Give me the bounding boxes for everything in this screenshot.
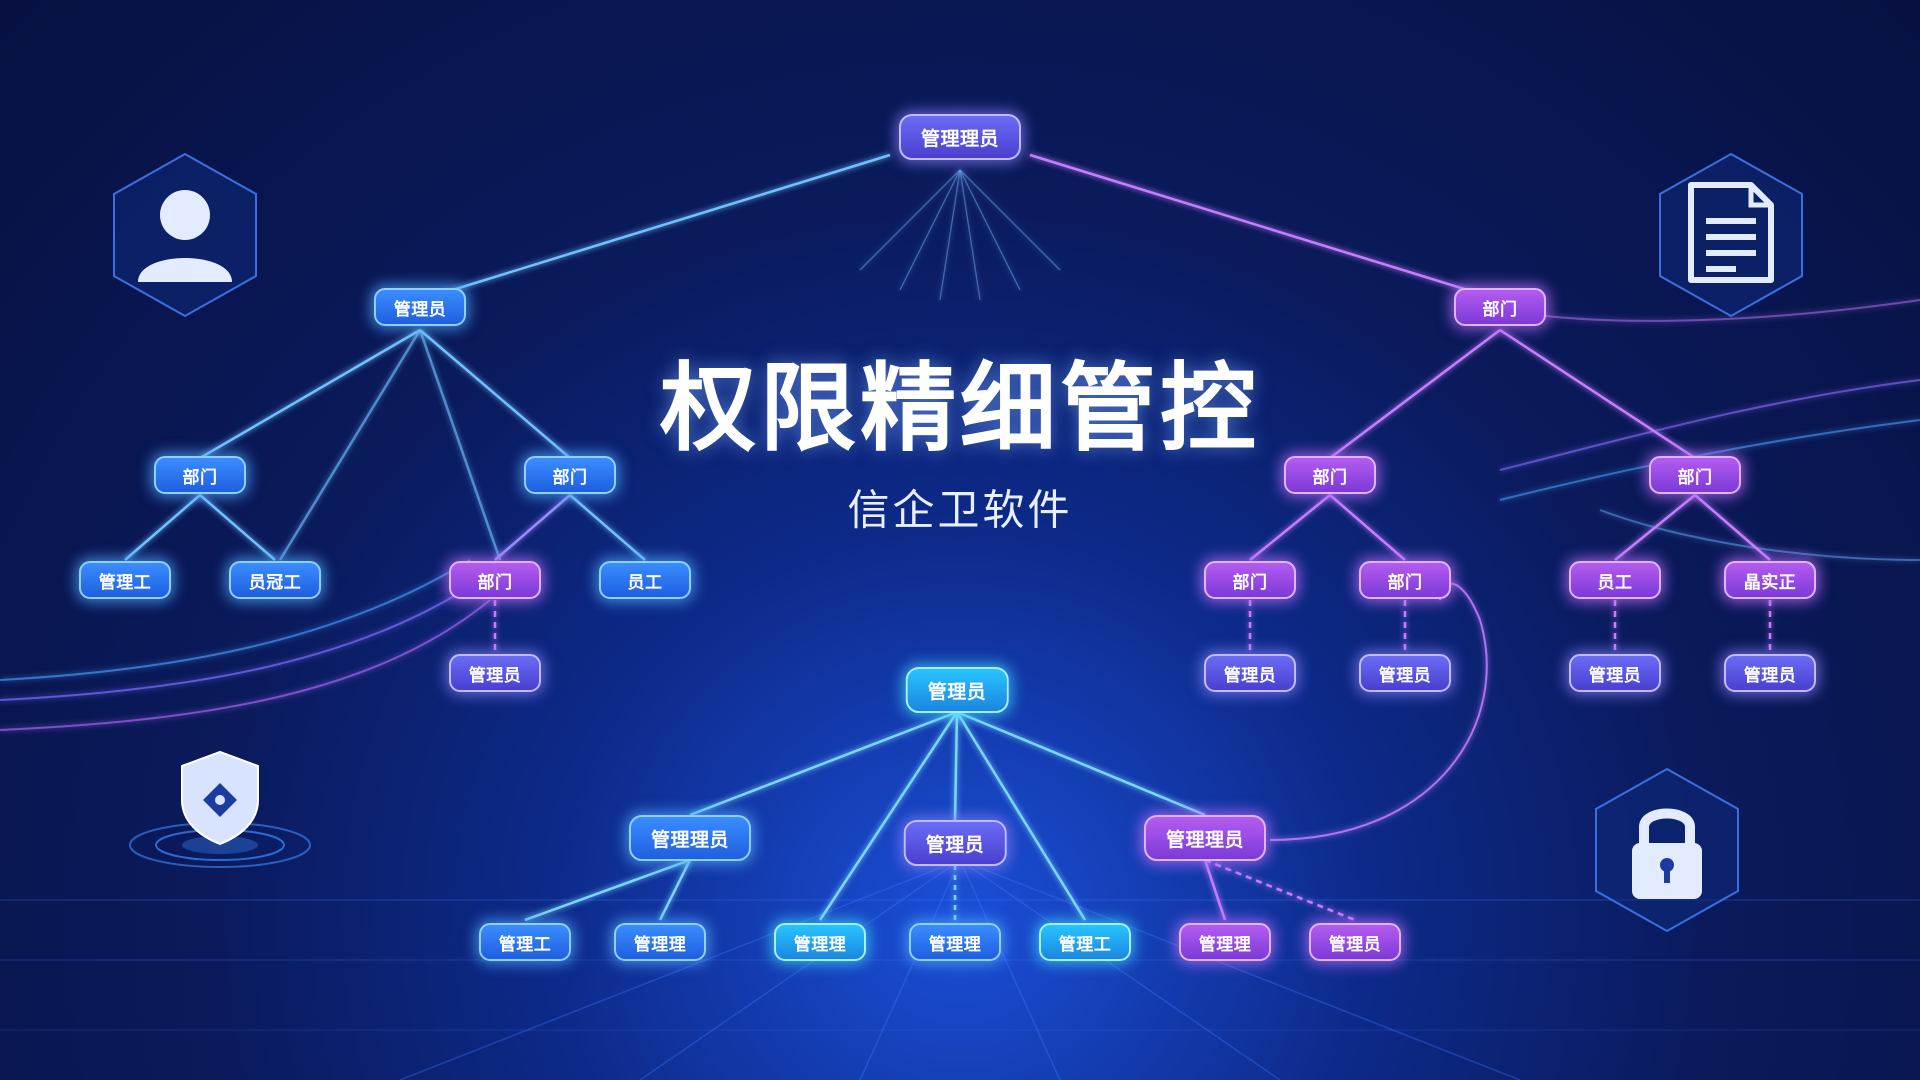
node-right-leaf-4[interactable]: 管理员 bbox=[1724, 654, 1816, 692]
lock-icon bbox=[1592, 765, 1742, 935]
node-right-sub-3[interactable]: 员工 bbox=[1569, 561, 1661, 599]
node-right-dept[interactable]: 部门 bbox=[1454, 288, 1546, 326]
node-root-admin[interactable]: 管理理员 bbox=[898, 114, 1022, 160]
node-right-leaf-1[interactable]: 管理员 bbox=[1204, 654, 1296, 692]
node-bottom-leaf-3[interactable]: 管理理 bbox=[774, 923, 866, 961]
node-bottom-leaf-1[interactable]: 管理工 bbox=[479, 923, 571, 961]
node-right-sub-1[interactable]: 部门 bbox=[1204, 561, 1296, 599]
node-bottom-a[interactable]: 管理理员 bbox=[628, 815, 752, 861]
node-right-dept-b[interactable]: 部门 bbox=[1649, 456, 1741, 494]
node-bottom-leaf-2[interactable]: 管理理 bbox=[614, 923, 706, 961]
node-left-leaf-2[interactable]: 员冠工 bbox=[229, 561, 321, 599]
user-icon bbox=[110, 150, 260, 320]
node-bottom-leaf-4[interactable]: 管理理 bbox=[909, 923, 1001, 961]
node-right-dept-a[interactable]: 部门 bbox=[1284, 456, 1376, 494]
node-left-dept-a[interactable]: 部门 bbox=[154, 456, 246, 494]
shield-icon bbox=[120, 740, 320, 880]
node-right-sub-2[interactable]: 部门 bbox=[1359, 561, 1451, 599]
node-left-dept-b[interactable]: 部门 bbox=[524, 456, 616, 494]
node-left-manager[interactable]: 管理员 bbox=[374, 288, 466, 326]
floor-grid bbox=[0, 859, 1920, 1080]
node-bottom-leaf-5[interactable]: 管理工 bbox=[1039, 923, 1131, 961]
node-bottom-b[interactable]: 管理员 bbox=[903, 820, 1007, 866]
node-right-leaf-2[interactable]: 管理员 bbox=[1359, 654, 1451, 692]
node-right-sub-4[interactable]: 晶实正 bbox=[1724, 561, 1816, 599]
page-title: 权限精细管控 bbox=[660, 352, 1260, 465]
node-bottom-c[interactable]: 管理理员 bbox=[1143, 815, 1267, 861]
node-left-leaf-4[interactable]: 管理员 bbox=[449, 654, 541, 692]
node-left-leaf-1[interactable]: 管理工 bbox=[79, 561, 171, 599]
page-subtitle: 信企卫软件 bbox=[847, 485, 1073, 535]
document-icon bbox=[1656, 150, 1806, 320]
node-bottom-leaf-7[interactable]: 管理员 bbox=[1309, 923, 1401, 961]
tree-edges bbox=[124, 153, 1772, 922]
node-right-leaf-3[interactable]: 管理员 bbox=[1569, 654, 1661, 692]
node-bottom-manager[interactable]: 管理员 bbox=[905, 667, 1009, 713]
node-left-dept-c[interactable]: 部门 bbox=[449, 561, 541, 599]
node-bottom-leaf-6[interactable]: 管理理 bbox=[1179, 923, 1271, 961]
node-left-leaf-3[interactable]: 员工 bbox=[599, 561, 691, 599]
